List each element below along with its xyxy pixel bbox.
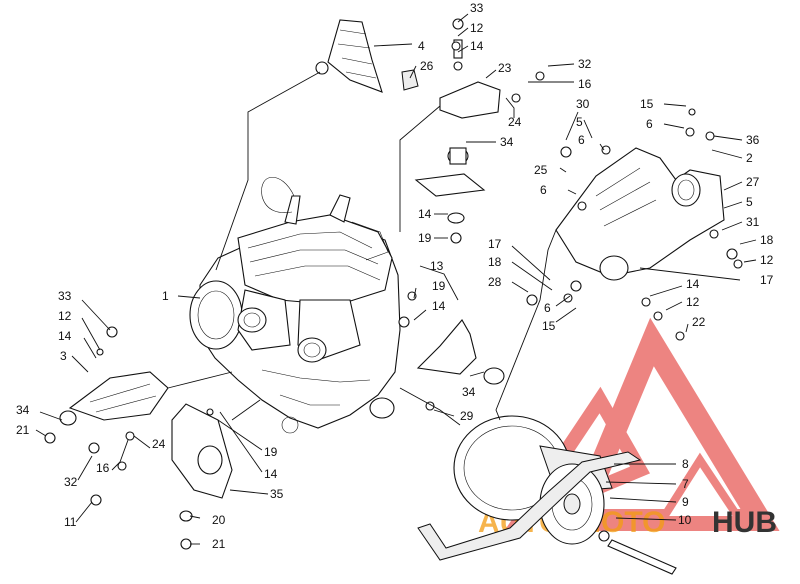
mount-part-3: [59, 371, 169, 426]
label-part-26: 26: [420, 59, 434, 73]
label-part-14: 14: [418, 207, 432, 221]
label-part-5: 5: [576, 115, 583, 129]
label-part-28: 28: [488, 275, 502, 289]
label-part-12: 12: [58, 309, 72, 323]
mount-part-13: [416, 319, 505, 411]
bracket-part-4: [315, 19, 419, 93]
label-part-18: 18: [488, 255, 502, 269]
watermark-text-hub: HUB: [712, 506, 777, 539]
label-part-15: 15: [542, 319, 556, 333]
label-part-6: 6: [540, 183, 547, 197]
label-part-32: 32: [64, 475, 78, 489]
label-part-6: 6: [646, 117, 653, 131]
label-part-1: 1: [162, 289, 169, 303]
label-part-16: 16: [578, 77, 592, 91]
label-part-25: 25: [534, 163, 548, 177]
label-part-33: 33: [470, 1, 484, 15]
label-part-7: 7: [682, 477, 689, 491]
label-part-24: 24: [508, 115, 522, 129]
label-part-31: 31: [746, 215, 760, 229]
label-part-17: 17: [760, 273, 774, 287]
label-part-14: 14: [686, 277, 700, 291]
label-part-22: 22: [692, 315, 706, 329]
label-part-12: 12: [470, 21, 484, 35]
label-part-17: 17: [488, 237, 502, 251]
label-part-33: 33: [58, 289, 72, 303]
label-part-16: 16: [96, 461, 110, 475]
label-part-19: 19: [264, 445, 278, 459]
label-part-34: 34: [16, 403, 30, 417]
label-part-29: 29: [460, 409, 474, 423]
label-part-10: 10: [678, 513, 692, 527]
label-part-19: 19: [418, 231, 432, 245]
label-part-14: 14: [470, 39, 484, 53]
label-part-2: 2: [746, 151, 753, 165]
label-part-13: 13: [430, 259, 444, 273]
label-part-21: 21: [16, 423, 30, 437]
label-part-14: 14: [264, 467, 278, 481]
label-part-21: 21: [212, 537, 226, 551]
isolator-top: [414, 147, 486, 244]
bracket-part-23: [439, 18, 501, 119]
label-part-23: 23: [498, 61, 512, 75]
label-part-34: 34: [500, 135, 514, 149]
mount-part-35: [171, 403, 233, 522]
label-part-8: 8: [682, 457, 689, 471]
label-part-34: 34: [462, 385, 476, 399]
label-part-30: 30: [576, 97, 590, 111]
label-part-5: 5: [746, 195, 753, 209]
label-part-15: 15: [640, 97, 654, 111]
label-part-14: 14: [432, 299, 446, 313]
label-part-27: 27: [746, 175, 760, 189]
label-part-19: 19: [432, 279, 446, 293]
label-part-12: 12: [760, 253, 774, 267]
label-part-24: 24: [152, 437, 166, 451]
label-part-12: 12: [686, 295, 700, 309]
hardware-items: [44, 41, 743, 550]
clutch-assembly: [417, 415, 677, 575]
label-part-18: 18: [760, 233, 774, 247]
label-part-3: 3: [60, 349, 67, 363]
part-number-labels: 33 12 14 4 26 23 32 16 24 34 30 5 6 25 6…: [16, 1, 774, 551]
leader-lines: [35, 13, 757, 545]
label-part-6: 6: [578, 133, 585, 147]
label-part-14: 14: [58, 329, 72, 343]
label-part-4: 4: [418, 39, 425, 53]
engine-assembly: [189, 177, 401, 434]
label-part-9: 9: [682, 495, 689, 509]
label-part-36: 36: [746, 133, 760, 147]
label-part-20: 20: [212, 513, 226, 527]
explode-lines: [167, 71, 557, 426]
bracket-part-27: [555, 131, 725, 281]
label-part-11: 11: [64, 515, 77, 529]
label-part-32: 32: [578, 57, 592, 71]
label-part-35: 35: [270, 487, 284, 501]
label-part-6: 6: [544, 301, 551, 315]
